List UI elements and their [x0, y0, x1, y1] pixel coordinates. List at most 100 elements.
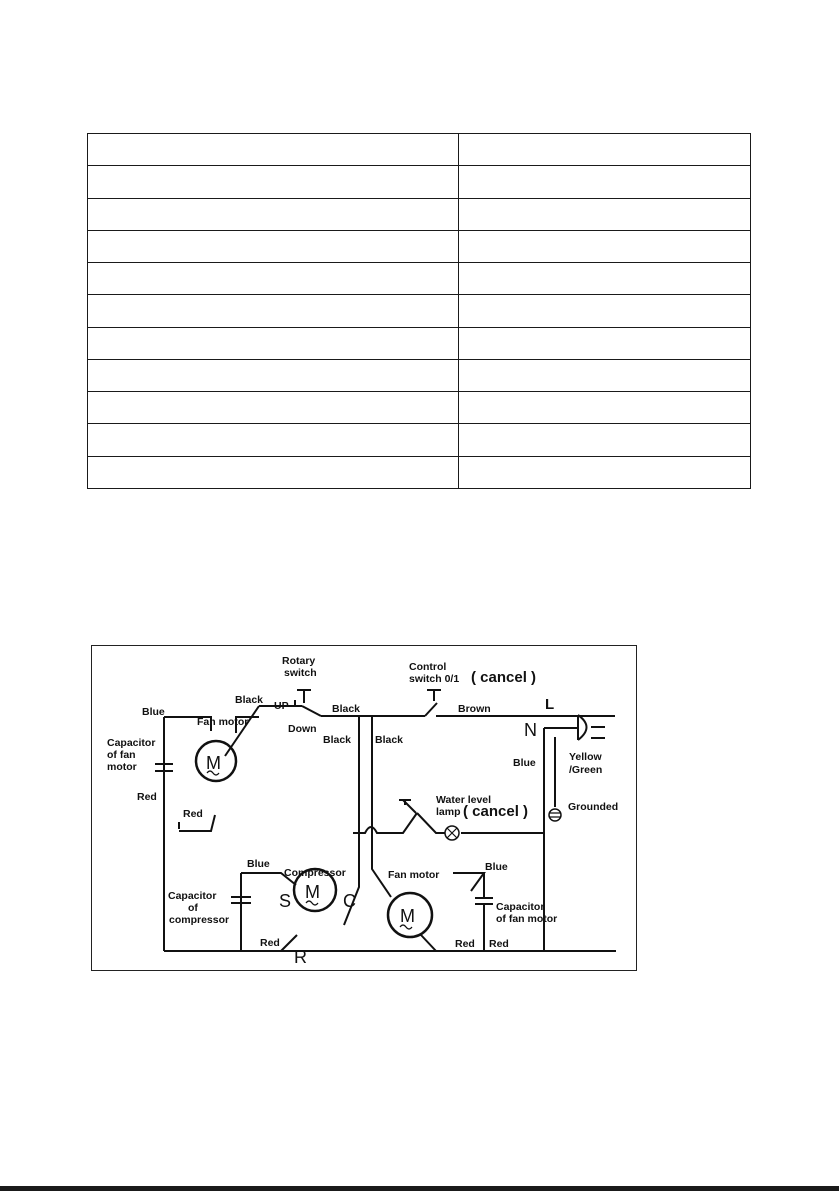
table-cell [87, 423, 459, 457]
label-black-top: Black [235, 694, 263, 706]
spec-table [87, 132, 751, 490]
capacitor-fan-top [155, 717, 173, 951]
label-n: N [524, 720, 537, 740]
label-cap-comp-3: compressor [169, 914, 229, 926]
rotary-switch-blade [301, 705, 322, 717]
table-row [87, 455, 751, 490]
label-c: C [343, 891, 356, 911]
label-rotary-2: switch [284, 667, 317, 679]
table-cell [458, 423, 751, 457]
label-control-1: Control [409, 661, 446, 673]
table-cell [87, 391, 459, 425]
capacitor-fan-bottom [475, 897, 493, 951]
table-cell [87, 455, 459, 490]
table-cell [87, 294, 459, 328]
table-cell [458, 229, 751, 264]
table-row [87, 132, 751, 167]
table-row [87, 326, 751, 360]
label-blue-right: Blue [513, 757, 536, 769]
table-row [87, 391, 751, 425]
label-black-left: Black [323, 734, 351, 746]
control-switch-blade [424, 702, 438, 717]
table-row [87, 197, 751, 231]
table-cell [458, 326, 751, 360]
table-cell [458, 197, 751, 231]
label-cap-fan-1: Capacitor [107, 737, 155, 749]
label-green: /Green [569, 764, 602, 776]
label-m-compressor: M [305, 882, 320, 902]
table-cell [87, 229, 459, 264]
label-cap-fan-b-2: of fan motor [496, 913, 557, 925]
label-water-level-1: Water level [436, 794, 491, 806]
rotary-switch-bar [297, 689, 311, 703]
table-cell [87, 197, 459, 231]
ground-symbol [548, 808, 562, 822]
label-cancel-lamp: ( cancel ) [463, 803, 528, 820]
table-row [87, 229, 751, 264]
control-switch-bar [427, 689, 441, 701]
wire-compressor-blue [240, 872, 297, 951]
label-blue-compressor: Blue [247, 858, 270, 870]
label-red-motor: Red [183, 808, 203, 820]
wiring-diagram: Rotary switch Control switch 0/1 ( cance… [91, 645, 637, 971]
label-fan-motor-bottom: Fan motor [388, 869, 439, 881]
table-cell [87, 262, 459, 296]
label-r: R [294, 947, 307, 967]
wire-fan-bottom [453, 872, 486, 898]
table-row [87, 358, 751, 393]
lamp-wire [416, 812, 544, 834]
label-s: S [279, 891, 291, 911]
label-red-fan-b1: Red [455, 938, 475, 950]
diagram-frame [91, 645, 637, 971]
table-row [87, 165, 751, 199]
wire-black-right [371, 716, 392, 898]
table-cell [458, 455, 751, 490]
table-cell [87, 326, 459, 360]
label-grounded: Grounded [568, 801, 618, 813]
label-m-fan-bottom: M [400, 906, 415, 926]
fan-motor-top [194, 739, 238, 783]
label-black-mid: Black [332, 703, 360, 715]
label-water-level-2: lamp [436, 806, 461, 818]
label-red-fan-b2: Red [489, 938, 509, 950]
table-cell [87, 132, 459, 167]
table-cell [458, 294, 751, 328]
label-blue-top-left: Blue [142, 706, 165, 718]
label-blue-fan-bottom: Blue [485, 861, 508, 873]
label-red-left: Red [137, 791, 157, 803]
table-cell [87, 165, 459, 199]
label-cap-comp-2: of [188, 902, 198, 914]
plug [577, 714, 605, 741]
label-fan-motor-top: Fan motor [197, 716, 248, 728]
bottom-rule [0, 1186, 839, 1191]
label-l: L [545, 696, 554, 713]
label-black-right: Black [375, 734, 403, 746]
label-cap-fan-2: of fan [107, 749, 136, 761]
table-cell [87, 358, 459, 393]
label-control-2: switch 0/1 [409, 673, 459, 685]
label-down: Down [288, 723, 317, 735]
label-red-compressor: Red [260, 937, 280, 949]
table-row [87, 423, 751, 457]
label-cap-fan-b-1: Capacitor [496, 901, 544, 913]
label-cap-comp-1: Capacitor [168, 890, 216, 902]
label-compressor: Compressor [284, 867, 346, 879]
label-yellow: Yellow [569, 751, 603, 763]
table-cell [458, 262, 751, 296]
label-cap-fan-3: motor [107, 761, 137, 773]
label-brown: Brown [458, 703, 491, 715]
fan-motor-bottom [386, 891, 434, 939]
table-cell [458, 132, 751, 167]
wire-black-left [343, 716, 360, 926]
label-m-fan-top: M [206, 753, 221, 773]
table-cell [458, 358, 751, 393]
label-up: UP [274, 700, 289, 712]
table-row [87, 262, 751, 296]
compressor-motor [292, 867, 338, 913]
label-cancel-control: ( cancel ) [471, 669, 536, 686]
label-rotary-1: Rotary [282, 655, 315, 667]
table-row [87, 294, 751, 328]
table-cell [458, 165, 751, 199]
capacitor-compressor [231, 896, 251, 904]
table-cell [458, 391, 751, 425]
